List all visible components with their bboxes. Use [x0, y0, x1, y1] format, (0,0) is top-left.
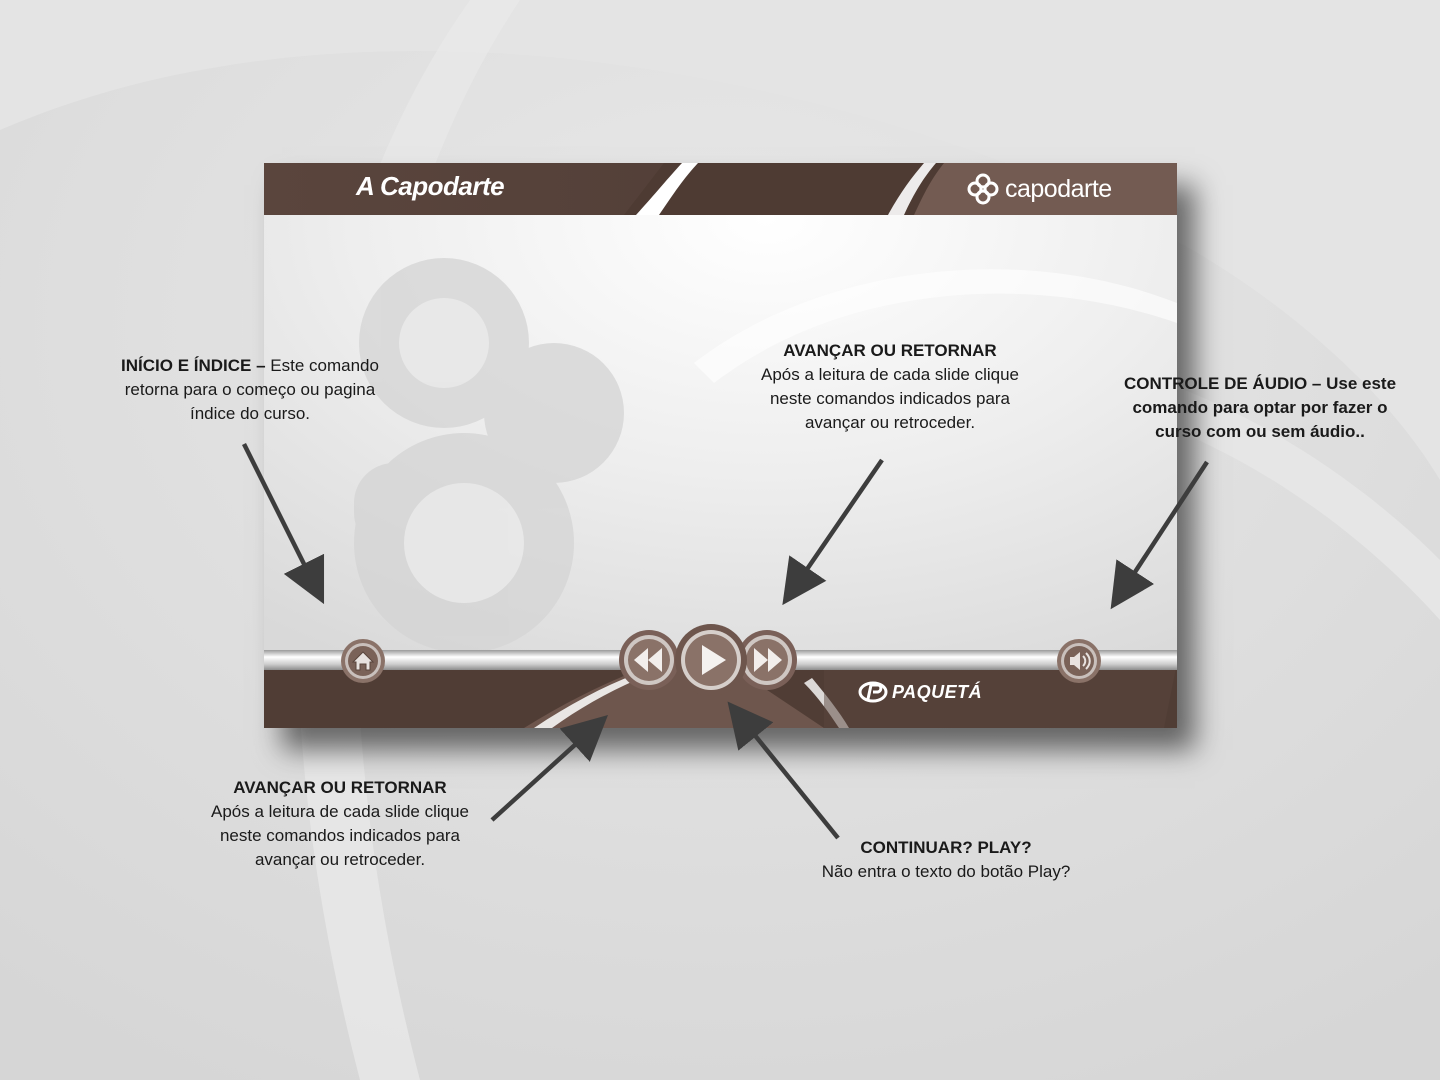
annotation-home-line1: Este comando — [265, 356, 379, 375]
annotation-nav-top-line2: neste comandos indicados para — [769, 389, 1011, 408]
annotation-nav-bottom: AVANÇAR OU RETORNAR Após a leitura de ca… — [190, 776, 490, 872]
paqueta-logo: PAQUETÁ — [858, 681, 982, 703]
annotation-nav-bottom-line2: neste comandos indicados para — [219, 826, 461, 845]
annotation-home-line3: índice do curso. — [189, 404, 310, 423]
capodarte-logo: capodarte — [967, 173, 1112, 205]
annotation-nav-bottom-line1: Após a leitura de cada slide clique — [211, 802, 469, 821]
play-button[interactable] — [674, 623, 748, 697]
play-icon — [675, 624, 747, 696]
annotation-audio-line2: comando para optar por fazer o — [1132, 398, 1388, 417]
annotation-nav-top-line3: avançar ou retroceder. — [804, 413, 976, 432]
home-icon — [341, 639, 385, 683]
annotation-home-heading: INÍCIO E ÍNDICE – — [121, 356, 266, 375]
capodarte-logo-text: capodarte — [1005, 174, 1112, 203]
paqueta-logo-text: PAQUETÁ — [892, 681, 983, 702]
forward-button[interactable] — [736, 629, 798, 691]
speaker-icon — [1057, 639, 1101, 683]
annotation-home: INÍCIO E ÍNDICE – Este comando retorna p… — [106, 354, 394, 426]
annotation-play-heading: CONTINUAR? PLAY? — [860, 838, 1032, 857]
annotation-play: CONTINUAR? PLAY? Não entra o texto do bo… — [800, 836, 1092, 884]
player-title: A Capodarte — [356, 171, 505, 201]
annotation-play-line1: Não entra o texto do botão Play? — [821, 862, 1071, 881]
course-player: A Capodarte capodarte PAQUETÁ — [264, 163, 1177, 728]
home-button[interactable] — [340, 638, 386, 684]
annotation-nav-bottom-heading: AVANÇAR OU RETORNAR — [233, 778, 447, 797]
annotation-audio: CONTROLE DE ÁUDIO – Use este comando par… — [1108, 372, 1412, 444]
annotation-home-line2: retorna para o começo ou pagina — [124, 380, 376, 399]
capodarte-logo-icon — [967, 173, 999, 205]
rewind-button[interactable] — [618, 629, 680, 691]
paqueta-logo-icon — [858, 681, 888, 703]
annotation-nav-top-line1: Após a leitura de cada slide clique — [761, 365, 1019, 384]
annotation-audio-line3: curso com ou sem áudio.. — [1155, 422, 1365, 441]
annotation-nav-top-heading: AVANÇAR OU RETORNAR — [783, 341, 997, 360]
fast-forward-icon — [737, 630, 797, 690]
annotation-nav-bottom-line3: avançar ou retroceder. — [254, 850, 426, 869]
rewind-icon — [619, 630, 679, 690]
annotation-nav-top: AVANÇAR OU RETORNAR Após a leitura de ca… — [740, 339, 1040, 435]
audio-button[interactable] — [1056, 638, 1102, 684]
player-graphics — [264, 163, 1177, 728]
annotation-audio-line1: CONTROLE DE ÁUDIO – Use este — [1123, 374, 1397, 393]
